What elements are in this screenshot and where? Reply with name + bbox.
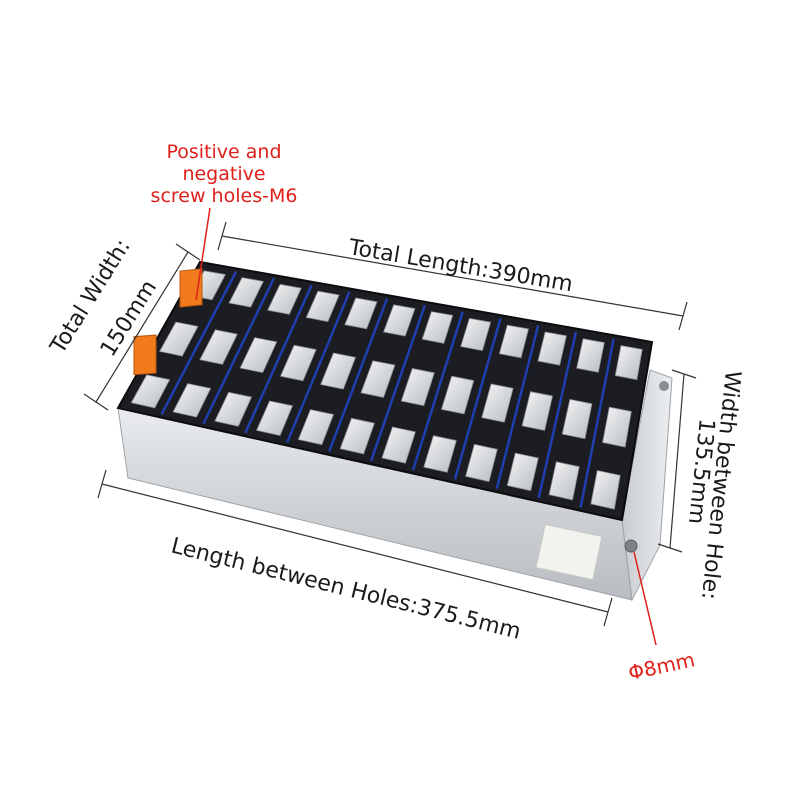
- cell-divider: [369, 304, 427, 462]
- cell-divider: [495, 325, 540, 489]
- cell-stack: [130, 270, 643, 510]
- cell-vent: [481, 383, 514, 423]
- hole-diameter-leader: [633, 551, 657, 646]
- positive-terminal: [179, 268, 203, 308]
- cell-terminal-back: [305, 290, 340, 322]
- cell-terminal-back: [614, 345, 643, 381]
- cell-divider: [411, 311, 464, 471]
- cell-vent: [279, 344, 317, 382]
- cell-terminal-back: [383, 304, 416, 337]
- cell-vent: [320, 352, 357, 390]
- cell-terminal-front: [465, 443, 498, 482]
- cell-vent: [561, 398, 593, 440]
- cell-terminal-front: [423, 435, 457, 473]
- cell-terminal-front: [506, 452, 539, 492]
- dimension-lines: [83, 221, 697, 627]
- cell-divider: [537, 331, 578, 499]
- cell-vent: [360, 360, 396, 398]
- screw-holes-line-1: Positive and: [166, 141, 281, 163]
- negative-terminal: [133, 334, 157, 376]
- total-length-label: Total Length:390mm: [346, 235, 575, 297]
- cell-divider: [244, 284, 313, 434]
- cell-divider: [202, 277, 275, 425]
- battery-module: [116, 260, 673, 602]
- cell-divider: [453, 318, 502, 480]
- cell-terminal-front: [590, 470, 621, 510]
- mounting-hole: [624, 539, 638, 553]
- cell-vent: [602, 406, 632, 448]
- cell-vent: [159, 321, 199, 357]
- hole-length-line: [101, 483, 609, 613]
- cell-vent: [521, 391, 553, 431]
- cell-divider: [579, 338, 615, 508]
- hole-diameter-label: Φ8mm: [626, 647, 697, 684]
- cell-vent: [199, 329, 238, 365]
- cell-terminal-back: [344, 297, 378, 330]
- cell-terminal-back: [537, 331, 567, 366]
- cell-vent: [239, 337, 278, 374]
- cell-terminal-back: [576, 338, 605, 373]
- cell-divider: [328, 298, 389, 452]
- cell-terminal-front: [214, 391, 253, 427]
- cell-terminal-front: [297, 409, 335, 446]
- cell-terminal-front: [130, 374, 171, 409]
- cell-terminal-front: [256, 400, 294, 436]
- cell-terminal-back: [267, 283, 302, 315]
- screw-holes-line-3: screw holes-M6: [151, 185, 298, 207]
- hole-width-line: [669, 373, 685, 549]
- cell-terminal-back: [421, 311, 454, 344]
- screw-holes-line-2: negative: [182, 163, 265, 185]
- cell-terminal-front: [339, 417, 375, 455]
- cell-terminal-front: [172, 383, 212, 418]
- total-width-line: [95, 251, 189, 403]
- screw-hole-leader: [195, 207, 211, 301]
- cell-terminal-back: [228, 277, 264, 308]
- cell-terminal-front: [381, 426, 416, 464]
- cell-divider: [286, 291, 351, 443]
- mounting-hole-right: [659, 381, 669, 391]
- cell-vent: [400, 368, 435, 407]
- total-length-line: [221, 235, 684, 317]
- cell-terminal-back: [460, 317, 492, 352]
- product-label-sticker: [535, 523, 603, 581]
- cell-vent: [440, 375, 475, 415]
- cell-terminal-back: [498, 324, 529, 359]
- cell-terminal-front: [548, 461, 580, 501]
- cell-divider: [160, 271, 238, 415]
- red-leaders: [195, 207, 657, 646]
